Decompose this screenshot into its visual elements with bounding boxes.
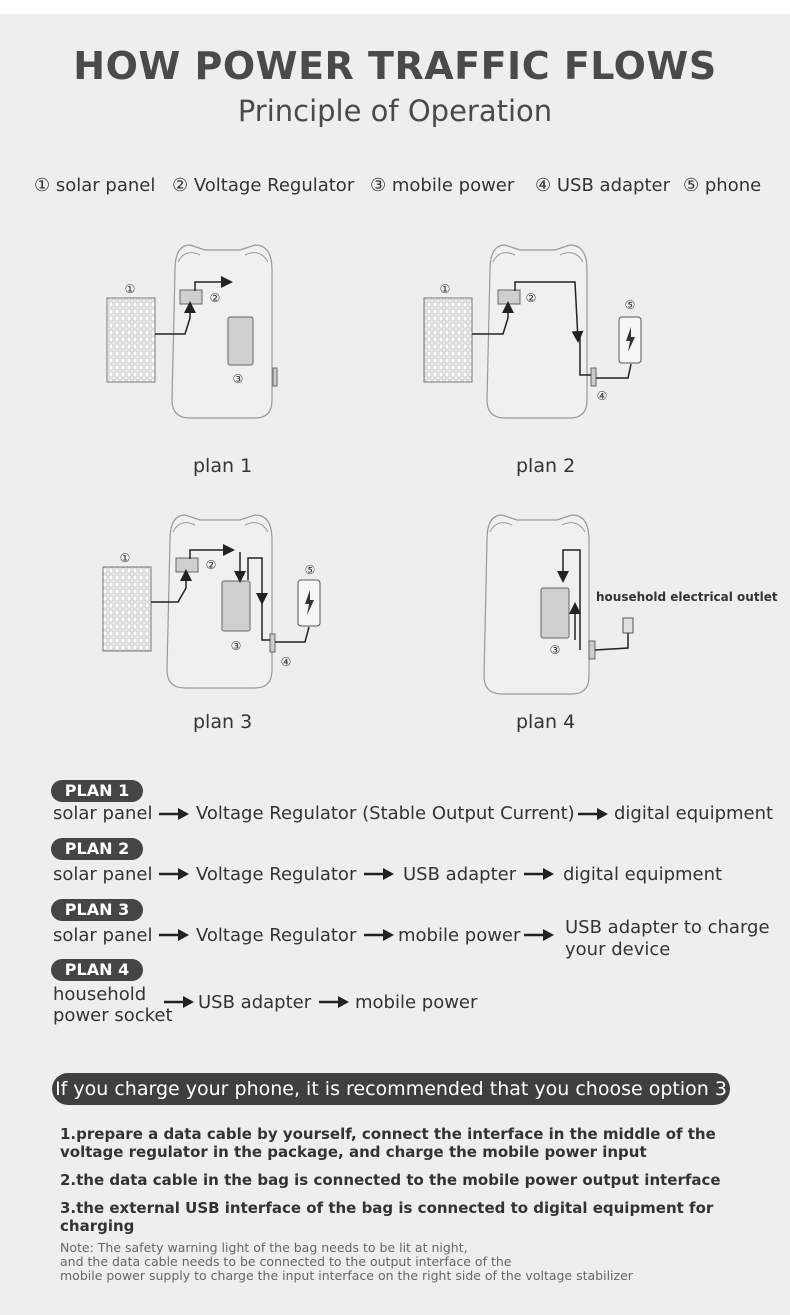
- plan-2-diagram: ① ② ⑤ ④: [423, 244, 642, 419]
- top-band: [0, 0, 790, 14]
- plan-4-step-1: household: [53, 984, 147, 1005]
- legend-item-usb-adapter: ④ USB adapter: [535, 175, 670, 196]
- plan-3-pill: PLAN 3: [51, 899, 143, 921]
- plan-3-diagram: ① ② ③ ⑤ ④: [102, 514, 321, 689]
- note-line-3: mobile power supply to charge the input …: [60, 1268, 633, 1283]
- instruction-1: 1.prepare a data cable by yourself, conn…: [60, 1125, 716, 1143]
- backpack-outline: [171, 244, 273, 419]
- marker-3: ③: [233, 372, 244, 386]
- plan-3-label: plan 3: [193, 711, 253, 733]
- plan-1-diagram: ① ② ③: [106, 244, 278, 419]
- marker-4: ④: [597, 389, 608, 403]
- outlet-label: household electrical outlet: [596, 590, 778, 604]
- plan-3-step-2: Voltage Regulator: [196, 925, 357, 946]
- plan-3-step-4: USB adapter to charge: [565, 917, 770, 938]
- arrow-icon: [159, 868, 189, 880]
- backpack-outline: [486, 244, 588, 419]
- legend-item-phone: ⑤ phone: [683, 175, 762, 196]
- plan-1-step-3: digital equipment: [614, 803, 774, 824]
- arrow-icon: [524, 929, 554, 941]
- instruction-3: 3.the external USB interface of the bag …: [60, 1199, 714, 1235]
- plan-4-diagram: ③: [483, 514, 634, 695]
- wall-plug: [622, 617, 634, 634]
- solar-panel: [102, 566, 152, 652]
- arrow-icon: [364, 868, 394, 880]
- safety-note: Note: The safety warning light of the ba…: [60, 1241, 760, 1283]
- marker-5: ⑤: [305, 563, 316, 577]
- plan-1-step-2: Voltage Regulator (Stable Output Current…: [196, 803, 575, 824]
- page-subtitle: Principle of Operation: [237, 94, 553, 128]
- plan-3-step-3: mobile power: [398, 925, 521, 946]
- plan-1-pill: PLAN 1: [51, 780, 143, 802]
- arrow-icon: [319, 996, 349, 1008]
- plan-1-label: plan 1: [193, 455, 253, 477]
- plan-4-label: plan 4: [516, 711, 576, 733]
- plan-2-step-4: digital equipment: [563, 864, 723, 885]
- page-title: HOW POWER TRAFFIC FLOWS: [73, 44, 717, 88]
- legend-item-mobile-power: ③ mobile power: [370, 175, 515, 196]
- note-line-1: Note: The safety warning light of the ba…: [60, 1240, 468, 1255]
- marker-2: ②: [206, 558, 217, 572]
- marker-3: ③: [550, 643, 561, 657]
- arrow-icon: [159, 808, 189, 820]
- mobile-power: [540, 587, 570, 639]
- plan-2-step-2: Voltage Regulator: [196, 864, 357, 885]
- arrow-icon: [364, 929, 394, 941]
- legend-item-solar-panel: ① solar panel: [34, 175, 156, 196]
- marker-5: ⑤: [625, 298, 636, 312]
- marker-1: ①: [125, 282, 136, 296]
- marker-2: ②: [526, 291, 537, 305]
- plan-1-step-1: solar panel: [53, 803, 153, 824]
- plan-4-pill: PLAN 4: [51, 959, 143, 981]
- mobile-power: [221, 580, 251, 632]
- arrow-icon: [578, 808, 608, 820]
- plan-2-pill: PLAN 2: [51, 838, 143, 860]
- plan-2-label: plan 2: [516, 455, 576, 477]
- plan-4-step-3: mobile power: [355, 992, 478, 1013]
- marker-2: ②: [210, 291, 221, 305]
- arrow-icon: [524, 868, 554, 880]
- plan-3-step-4-cont: your device: [565, 939, 671, 960]
- backpack-outline: [483, 514, 590, 695]
- plan-4-step-1-cont: power socket: [53, 1005, 173, 1026]
- marker-4: ④: [281, 655, 292, 669]
- marker-3: ③: [231, 639, 242, 653]
- plan-3-step-1: solar panel: [53, 925, 153, 946]
- solar-panel: [106, 297, 156, 383]
- mobile-power: [227, 316, 254, 366]
- plan-diagrams: ① ② ③ ① ② ⑤ ④ ① ② ③: [102, 244, 642, 695]
- plan-4-step-2: USB adapter: [198, 992, 312, 1013]
- arrow-icon: [159, 929, 189, 941]
- marker-1: ①: [120, 551, 131, 565]
- solar-panel: [423, 297, 473, 383]
- backpack-outline: [166, 514, 273, 689]
- recommendation-banner: If you charge your phone, it is recommen…: [52, 1073, 730, 1105]
- legend-item-voltage-regulator: ② Voltage Regulator: [172, 175, 355, 196]
- arrow-icon: [164, 996, 194, 1008]
- plan-2-step-1: solar panel: [53, 864, 153, 885]
- plan-2-step-3: USB adapter: [403, 864, 517, 885]
- instruction-1-cont: voltage regulator in the package, and ch…: [60, 1143, 647, 1161]
- instruction-2: 2.the data cable in the bag is connected…: [60, 1171, 721, 1189]
- note-line-2: and the data cable needs to be connected…: [60, 1254, 512, 1269]
- marker-1: ①: [440, 282, 451, 296]
